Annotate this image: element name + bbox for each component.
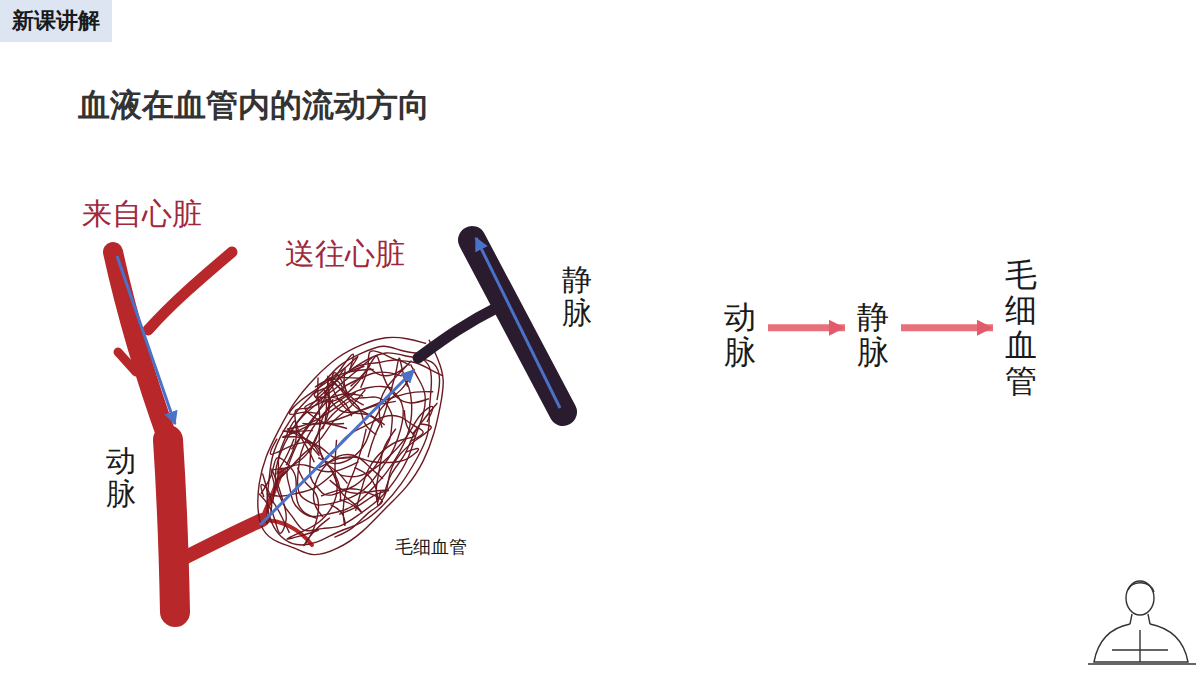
capillary-stroke [332,416,423,454]
teacher-sketch [1088,581,1196,664]
flow-step: 动脉 [722,298,758,372]
capillary-stroke [258,337,443,554]
capillary-network [258,337,443,554]
capillary-stroke [275,360,425,531]
flow-step: 毛细血管 [1003,256,1039,401]
node-text: 动脉 [724,300,756,370]
flow-arrow [768,324,845,331]
node-text: 新课讲解 [12,6,100,36]
direction-label: 送往心脏 [283,233,407,276]
node-text: 毛细血管 [1005,258,1037,399]
capillary-stroke [330,429,366,526]
slide-title: 血液在血管内的流动方向 [78,84,430,128]
vessel-name: 静脉 [560,262,594,330]
capillary-stroke [289,368,363,433]
flow-step: 静脉 [855,298,891,372]
flow-arrows [117,238,560,525]
vessel-name: 毛细血管 [393,534,469,560]
vessel-name: 动脉 [104,443,138,511]
direction-label: 来自心脏 [80,193,204,236]
capillary-stroke [298,386,404,505]
capillary-stroke [297,468,329,546]
node-text: 静脉 [857,300,889,370]
flow-arrow [901,324,993,331]
section-tag: 新课讲解 [0,0,112,42]
